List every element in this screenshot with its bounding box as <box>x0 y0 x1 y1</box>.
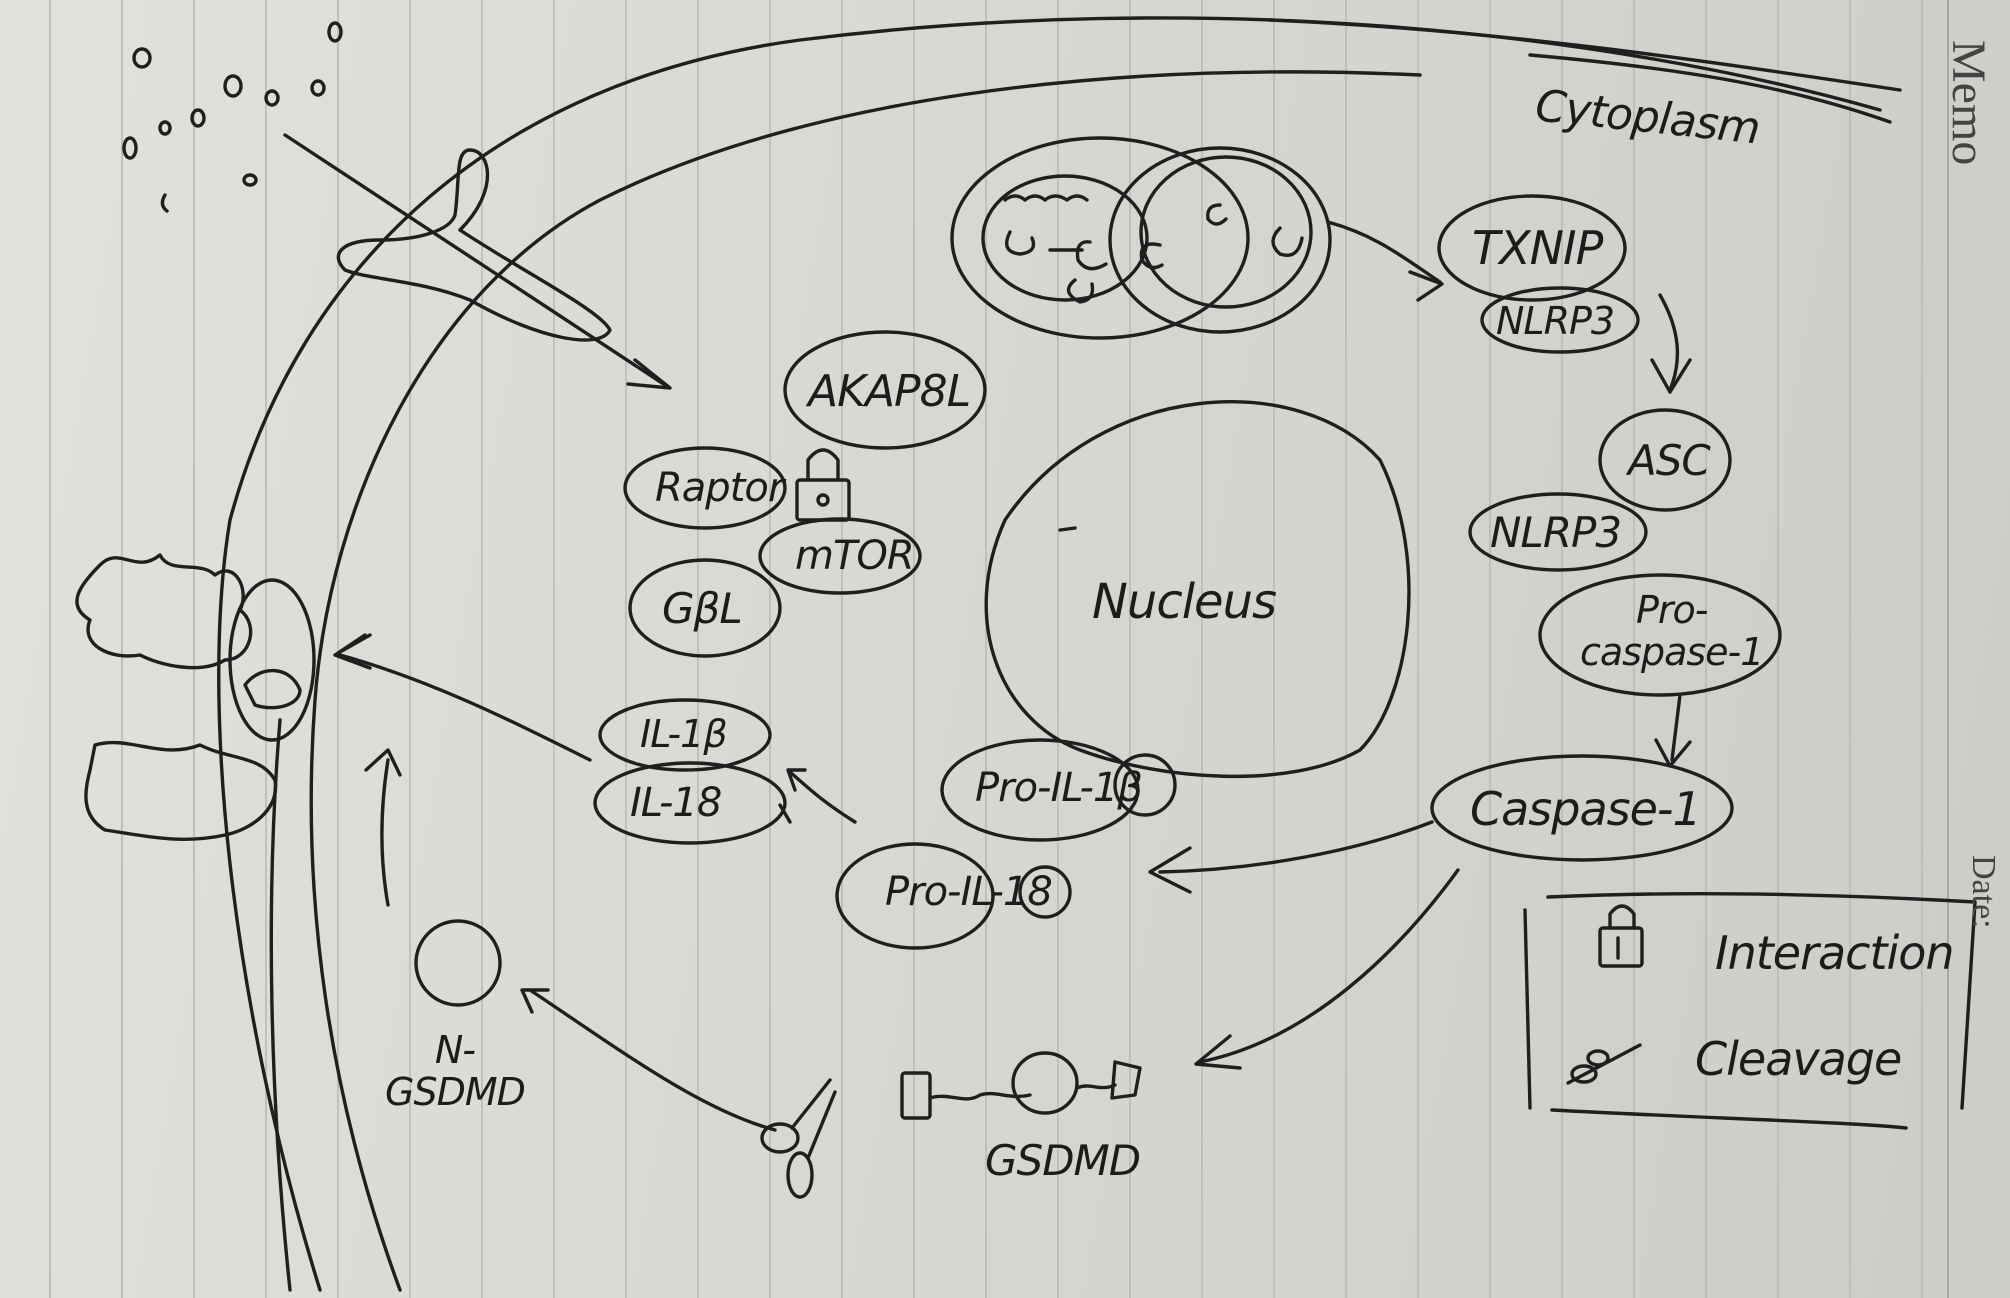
legend-interaction-label: Interaction <box>1715 926 1955 980</box>
memo-heading: Memo <box>1942 40 1995 166</box>
nucleus-outline <box>984 400 1411 779</box>
nlrp3-top-outline <box>1480 286 1640 354</box>
raptor-outline <box>623 446 787 530</box>
gbl-outline <box>628 558 782 658</box>
n-gsdmd-pore <box>414 919 502 1007</box>
gbl-label: GβL <box>662 584 743 633</box>
nucleus-label: Nucleus <box>1092 574 1277 630</box>
nlrp3-outline <box>1468 492 1648 572</box>
cytokine-shapes <box>333 633 1177 950</box>
procaspase-label: Pro- caspase-1 <box>1580 588 1764 674</box>
n-gsdmd-label: N- GSDMD <box>385 1028 526 1114</box>
mitochondria <box>950 136 1444 340</box>
pro-il1b-outline <box>940 738 1140 842</box>
inflammasome-cascade <box>1148 194 1782 1070</box>
il18-outline <box>593 761 787 845</box>
legend <box>1523 891 1977 1130</box>
caspase1-label: Caspase-1 <box>1470 782 1702 836</box>
asc-outline <box>1598 408 1732 512</box>
il18-label: IL-18 <box>630 780 722 826</box>
asc-label: ASC <box>1628 436 1711 485</box>
nlrp3-top-label: NLRP3 <box>1496 299 1615 343</box>
gsdmd-shapes <box>364 748 1142 1132</box>
gsdmd-label: GSDMD <box>985 1136 1141 1185</box>
mtor-label: mTOR <box>795 533 915 579</box>
scissors-icon <box>760 1078 837 1199</box>
date-heading: Date: <box>1965 855 2002 929</box>
extracellular-particles <box>122 21 343 213</box>
nlrp3-label: NLRP3 <box>1490 508 1622 557</box>
txnip-label: TXNIP <box>1472 221 1603 275</box>
il1b-outline <box>598 698 772 772</box>
pro-il18-outline <box>835 842 995 950</box>
akap8l-outline <box>783 330 987 450</box>
pro-il1b-label: Pro-IL-1β <box>975 765 1143 811</box>
mtor-outline <box>758 517 922 595</box>
raptor-label: Raptor <box>655 465 784 511</box>
txnip-outline <box>1437 194 1627 302</box>
il1b-label: IL-1β <box>640 712 728 756</box>
pro-il18-label: Pro-IL-18 <box>885 869 1053 915</box>
membrane-pore <box>75 553 372 841</box>
akap8l-label: AKAP8L <box>808 366 971 417</box>
mtor-complex-shapes <box>623 330 987 658</box>
legend-cleavage-label: Cleavage <box>1695 1032 1902 1086</box>
procaspase-outline <box>1538 573 1782 697</box>
caspase1-outline <box>1430 754 1734 862</box>
receptor-uptake <box>283 133 672 390</box>
